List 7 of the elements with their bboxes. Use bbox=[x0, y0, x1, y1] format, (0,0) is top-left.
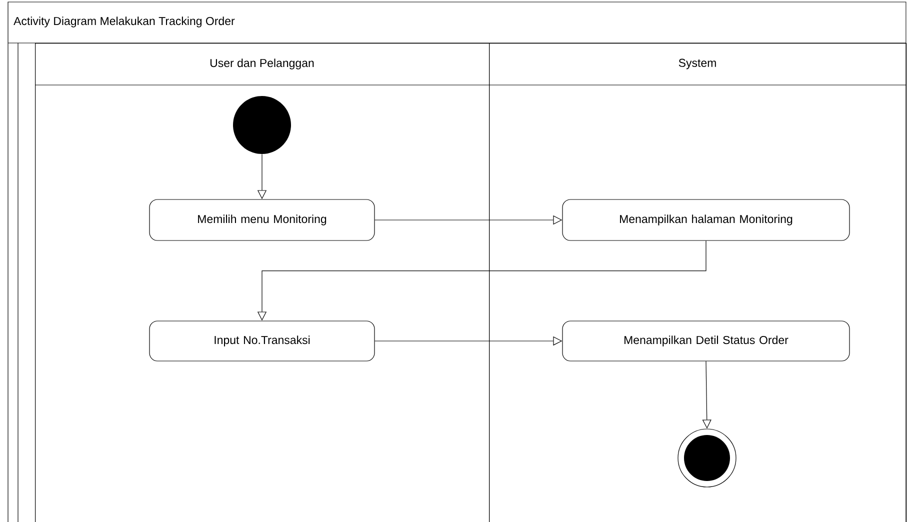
action-box: Menampilkan Detil Status Order bbox=[562, 320, 850, 362]
action-box: Memilih menu Monitoring bbox=[149, 199, 375, 241]
initial-node bbox=[233, 96, 291, 154]
diagram-title: Activity Diagram Melakukan Tracking Order bbox=[14, 16, 235, 28]
action-box: Input No.Transaksi bbox=[149, 320, 375, 362]
action-box: Menampilkan halaman Monitoring bbox=[562, 199, 850, 241]
final-node bbox=[678, 428, 736, 488]
